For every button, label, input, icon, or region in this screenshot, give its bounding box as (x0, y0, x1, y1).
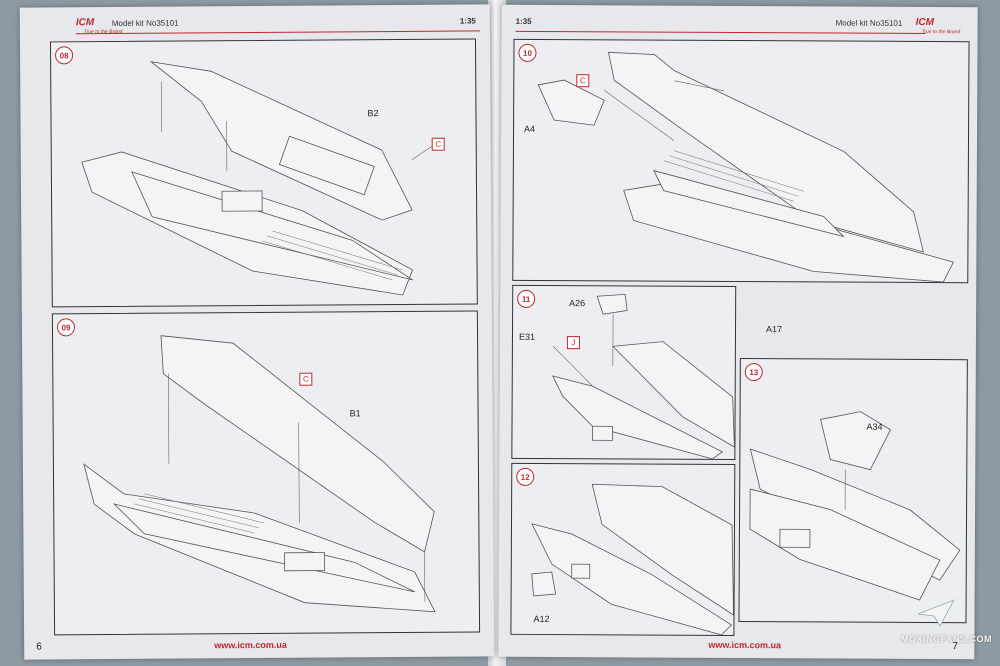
watermark: MOXINGFANS.COM (900, 634, 992, 644)
kit-number: Model kit No35101 (835, 18, 903, 28)
callout-box: C (576, 74, 590, 88)
part-label-a4: A4 (524, 123, 536, 134)
left-page: ICM True to the Brand Model kit No35101 … (19, 4, 495, 660)
step-09-panel: 09 B1 C (51, 310, 481, 636)
header-rule (515, 30, 926, 34)
part-label-a12: A12 (533, 613, 550, 625)
part-label-a17: A17 (765, 324, 783, 335)
icm-logo: ICM (915, 16, 934, 29)
part-label-a34: A34 (866, 421, 883, 432)
brand-tagline: True to the Brand (921, 28, 961, 36)
step-10-panel: 10 A4 C (512, 38, 970, 284)
step-11-drawing (552, 293, 735, 459)
step-13-panel: 13 A34 (738, 358, 968, 624)
page-number: 6 (36, 641, 42, 653)
step-13-drawing (749, 411, 961, 601)
paper-plane-icon (917, 599, 955, 627)
kit-number: Model kit No35101 (111, 18, 179, 29)
right-page: 1:35 Model kit No35101 ICM True to the B… (498, 4, 978, 660)
part-label: B1 (349, 408, 361, 419)
part-label-e31: E31 (518, 331, 536, 342)
website-url: www.icm.com.ua (214, 639, 287, 651)
icm-logo: ICM (75, 17, 95, 29)
callout-box: C (299, 372, 313, 386)
part-label-a26: A26 (569, 298, 586, 309)
website-url: www.icm.com.ua (708, 639, 782, 651)
scale-label: 1:35 (459, 16, 476, 26)
step-08-panel: 08 B2 C (49, 38, 478, 308)
step-11-panel: 11 A26 E31 J (511, 284, 737, 460)
callout-box: J (566, 336, 580, 350)
step-09-drawing (83, 335, 436, 613)
header-rule (75, 30, 480, 35)
part-label: B2 (367, 108, 379, 119)
step-12-drawing (531, 483, 734, 635)
step-08-drawing (81, 61, 436, 296)
callout-box: C (431, 137, 445, 151)
step-12-panel: 12 A12 (510, 462, 736, 636)
scale-label: 1:35 (515, 16, 532, 26)
step-10-drawing (537, 51, 954, 283)
